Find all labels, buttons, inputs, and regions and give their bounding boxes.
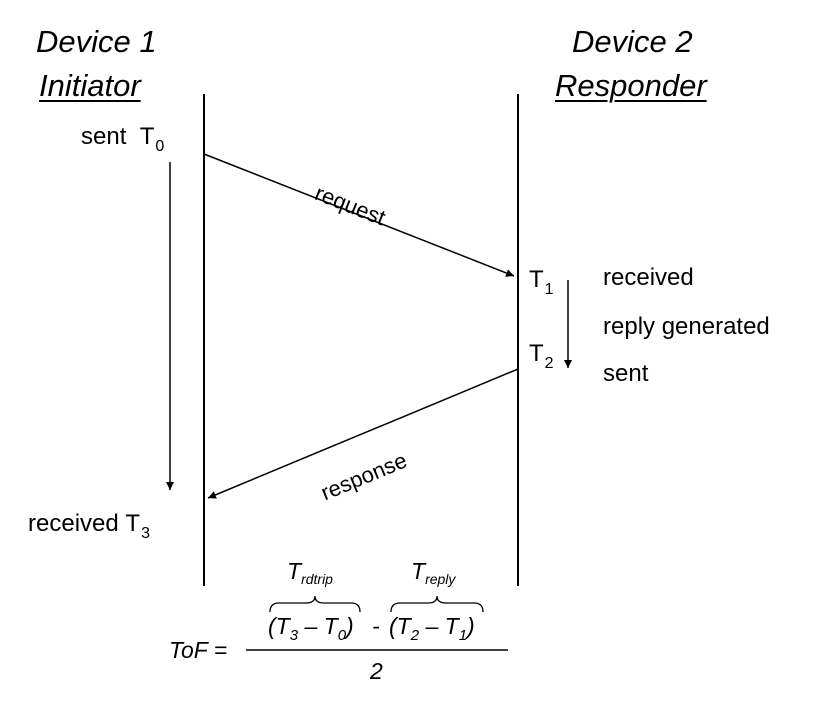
t-reply-label: Treply [411,558,455,587]
request-arrow [203,153,515,277]
reply-brace [390,595,484,613]
denominator: 2 [370,658,383,684]
device2-role: Responder [555,68,707,103]
t0-sub: 0 [155,138,165,155]
term-rdtrip: (T3 – T0) [268,613,354,644]
t-rdtrip-sub: rdtrip [301,571,333,587]
t-reply-sub: reply [425,571,456,587]
response-arrow [207,368,519,499]
step-received: received [603,264,694,291]
t-rdtrip-label: Trdtrip [287,558,333,587]
t-rdtrip-base: T [287,558,302,584]
term1-a-sub: 3 [289,627,299,644]
step-sent: sent [603,360,649,387]
sent-t0-prefix: sent [81,123,127,150]
t1-label: T1 [529,266,554,298]
term1-mid: – T [298,613,338,639]
term1-b-sub: 0 [337,627,347,644]
term1-close: ) [346,613,354,639]
term-reply: (T2 – T1) [389,613,475,644]
tof-lhs: ToF = [169,637,228,663]
device1-name: Device 1 [36,24,157,59]
term2-open: (T [389,613,411,639]
received-t3-prefix: received [28,510,119,537]
term1-open: (T [268,613,290,639]
t3-sub: 3 [141,525,150,542]
term2-a-sub: 2 [410,627,420,644]
t2-base: T [529,340,544,367]
term2-b-sub: 1 [458,627,468,644]
device1-role: Initiator [39,68,141,103]
term2-mid: – T [419,613,459,639]
device2-name: Device 2 [572,24,693,59]
t1-base: T [529,266,544,293]
t3-base: T [125,510,141,537]
minus-sign: - [372,613,380,639]
t1-sub: 1 [544,281,554,298]
term2-close: ) [467,613,475,639]
t0-base: T [139,123,155,150]
sent-t0-label: sent T0 [81,123,164,155]
t2-label: T2 [529,340,554,372]
t2-sub: 2 [544,355,554,372]
rdtrip-brace [269,595,361,613]
t-reply-base: T [411,558,426,584]
received-t3-label: received T3 [28,510,150,542]
step-reply-generated: reply generated [603,313,770,340]
